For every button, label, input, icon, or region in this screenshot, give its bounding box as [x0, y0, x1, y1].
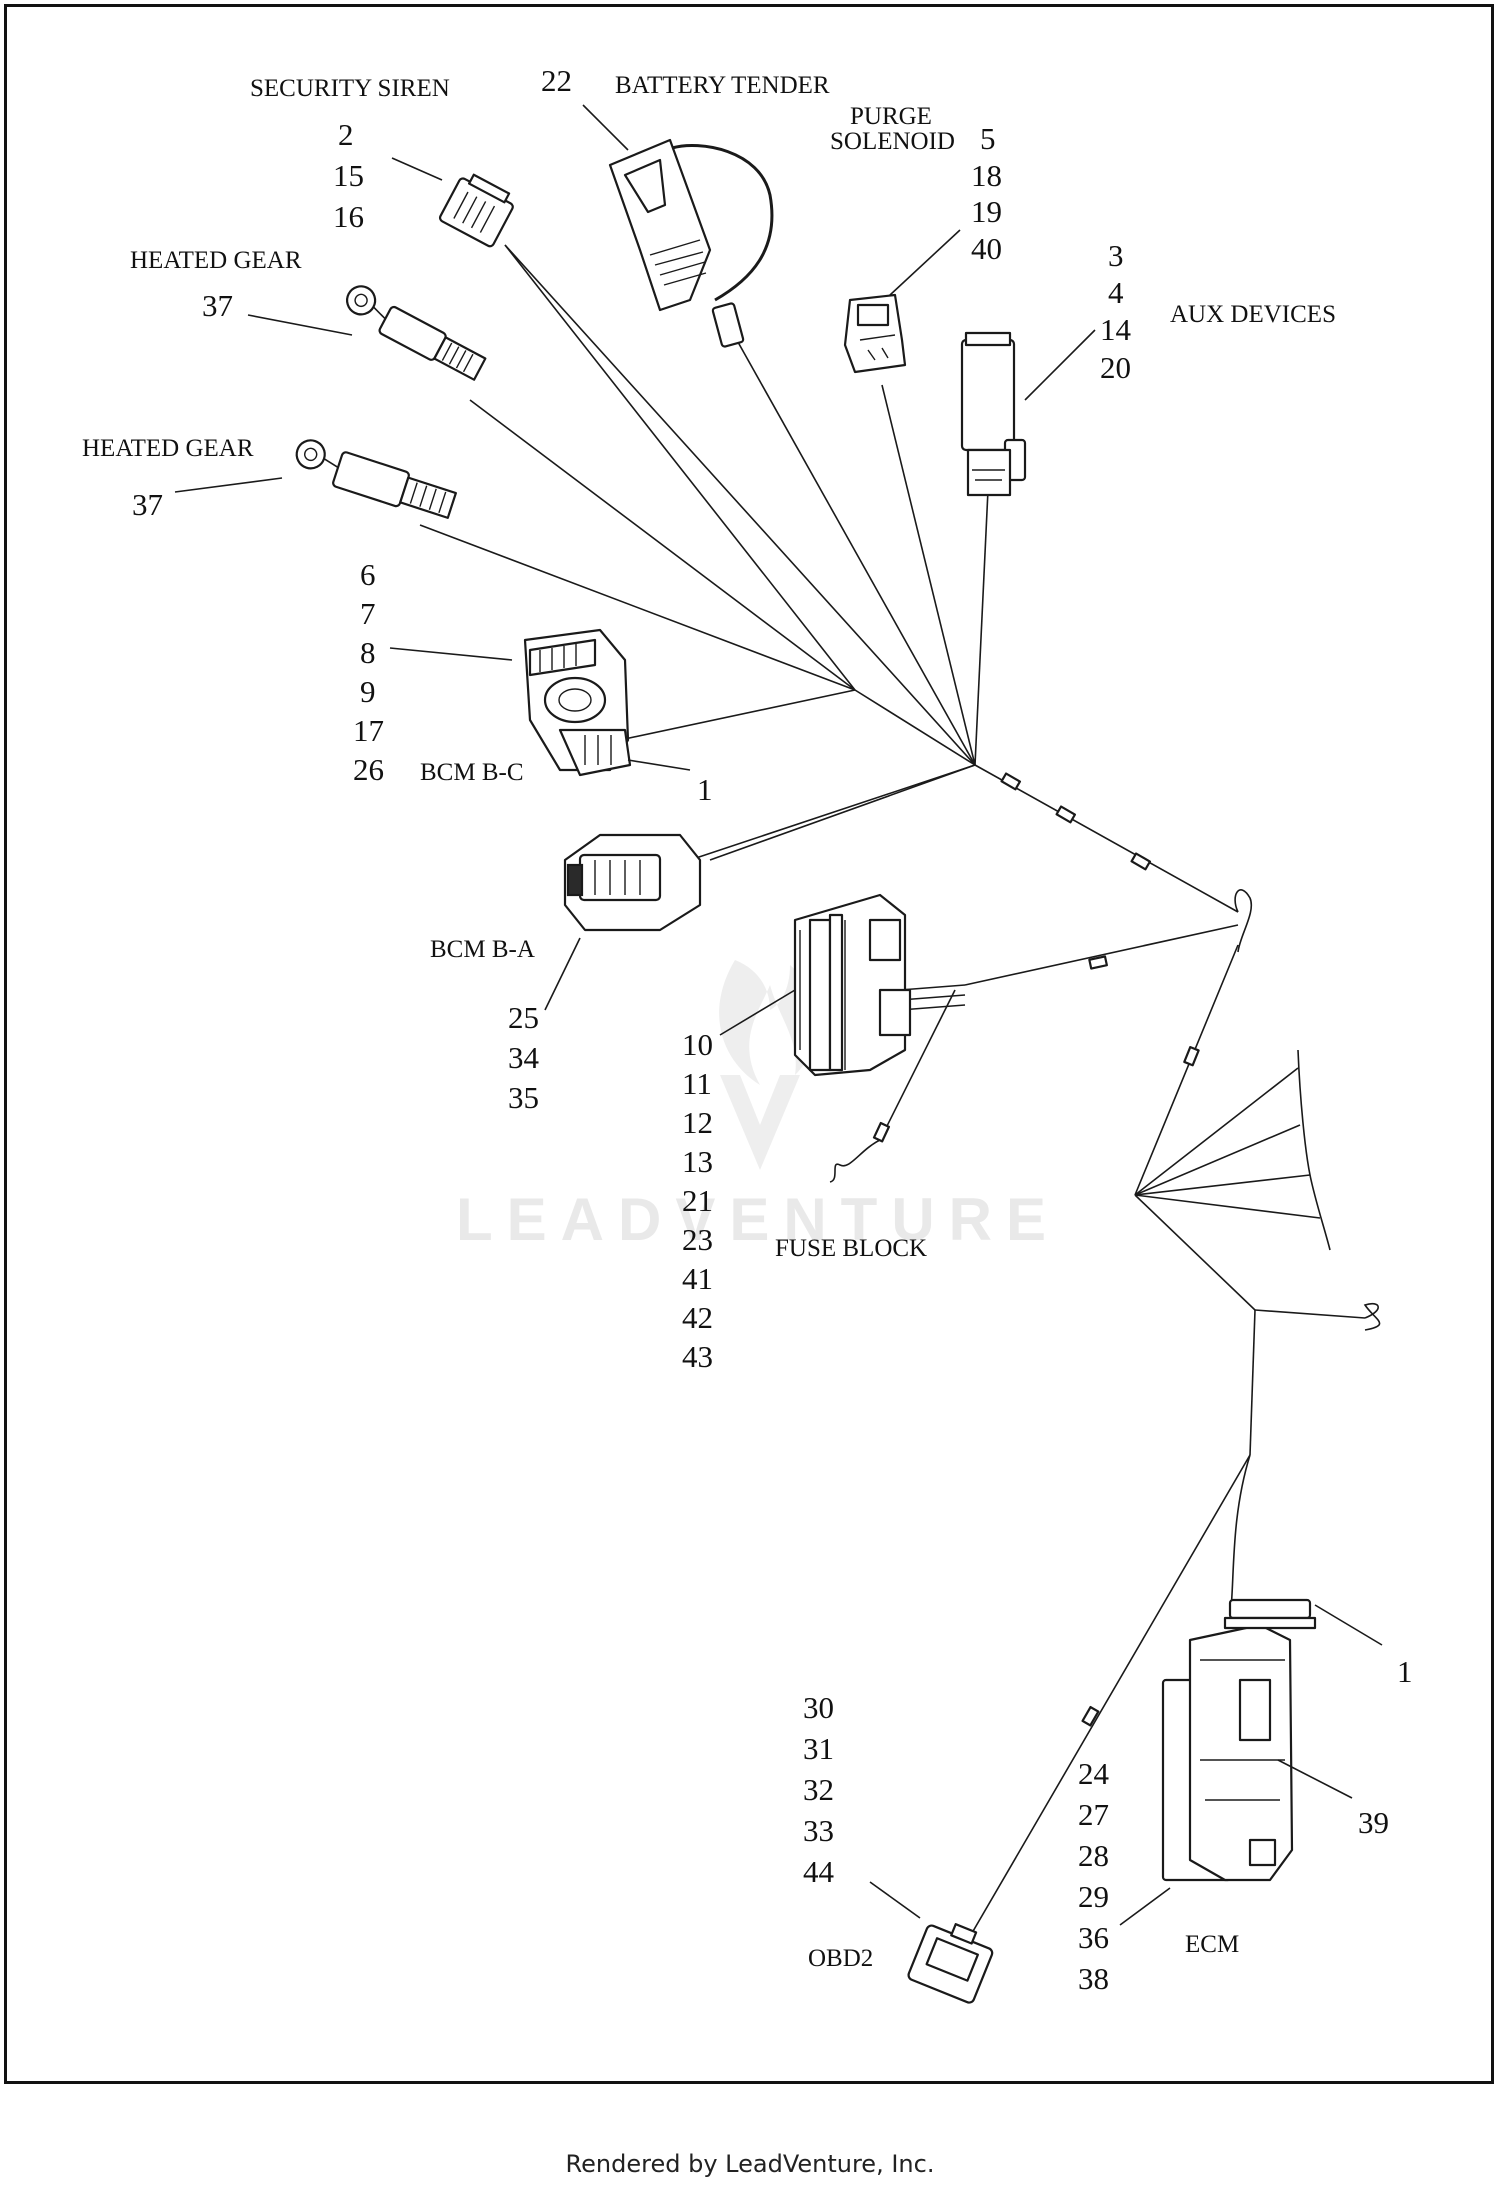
ecm-number: 24	[1078, 1756, 1110, 1791]
obd2-number: 31	[803, 1731, 834, 1766]
bcm-bc-number: 26	[353, 752, 384, 787]
bcm-bc-number: 17	[353, 713, 384, 748]
fuse-block-number: 13	[682, 1144, 713, 1179]
aux-devices-number: 3	[1108, 238, 1124, 273]
diagram-frame	[4, 4, 1494, 2084]
bcm-ba-label: BCM B-A	[430, 936, 535, 963]
battery-tender-connector	[608, 138, 774, 348]
ecm-item-number: 1	[1397, 1654, 1413, 1689]
obd2-number: 30	[803, 1690, 834, 1725]
fuse-block-number: 41	[682, 1261, 713, 1296]
heated-gear-lower-label: HEATED GEAR	[82, 435, 254, 462]
fuse-block	[793, 893, 912, 1077]
fuse-block-number: 10	[682, 1027, 713, 1062]
aux-devices-number: 4	[1108, 275, 1124, 310]
bcm-ba-number: 34	[508, 1040, 540, 1075]
bcm-bc-item-number: 1	[697, 772, 713, 807]
ecm-number: 29	[1078, 1879, 1109, 1914]
purge-solenoid-number: 18	[971, 158, 1002, 193]
purge-solenoid-number: 19	[971, 194, 1002, 229]
ecm-number: 38	[1078, 1961, 1109, 1996]
fuse-block-number: 23	[682, 1222, 713, 1257]
harness-wires	[419, 244, 1381, 1946]
obd2-number: 33	[803, 1813, 834, 1848]
bcm-ba-number: 35	[508, 1080, 539, 1115]
ecm-number: 28	[1078, 1838, 1109, 1873]
aux-devices-connector	[960, 331, 1027, 497]
security-siren-label: SECURITY SIREN	[250, 75, 450, 102]
aux-devices-number: 14	[1100, 312, 1132, 347]
heated-gear-upper-connector	[346, 285, 487, 381]
ecm-item-number: 39	[1358, 1805, 1389, 1840]
obd2-number: 32	[803, 1772, 834, 1807]
obd2-connector	[907, 1923, 994, 2004]
aux-devices-label: AUX DEVICES	[1170, 301, 1336, 328]
obd2-label: OBD2	[808, 1945, 873, 1972]
bcm-bc-connector	[523, 628, 632, 777]
heated-gear-upper-label: HEATED GEAR	[130, 247, 302, 274]
fuse-block-number: 11	[682, 1066, 712, 1101]
security-siren-connector	[438, 173, 514, 248]
watermark-text: LEADVENTURE	[456, 1186, 1060, 1253]
fuse-block-number: 21	[682, 1183, 713, 1218]
bcm-bc-number: 7	[360, 596, 376, 631]
fuse-block-number: 42	[682, 1300, 713, 1335]
bcm-ba-number: 25	[508, 1000, 539, 1035]
battery-tender-number: 22	[541, 63, 572, 98]
ecm-label: ECM	[1185, 1931, 1239, 1958]
fuse-block-label: FUSE BLOCK	[775, 1235, 927, 1262]
bcm-bc-number: 6	[360, 557, 376, 592]
heated-gear-lower-connector	[295, 439, 457, 519]
purge-solenoid-number: 40	[971, 231, 1002, 266]
purge-solenoid-label: PURGE	[850, 103, 932, 130]
footer-credit: Rendered by LeadVenture, Inc.	[565, 2150, 935, 2178]
bcm-ba-connector	[563, 833, 702, 932]
ecm-number: 36	[1078, 1920, 1109, 1955]
security-siren-number: 2	[338, 117, 354, 152]
fuse-block-number: 43	[682, 1339, 713, 1374]
purge-solenoid-connector	[843, 293, 907, 374]
security-siren-number: 16	[333, 199, 364, 234]
heated-gear-lower-number: 37	[132, 487, 163, 522]
purge-solenoid-label: SOLENOID	[830, 128, 955, 155]
security-siren-number: 15	[333, 158, 364, 193]
heated-gear-upper-number: 37	[202, 288, 233, 323]
bcm-bc-label: BCM B-C	[420, 759, 524, 786]
aux-devices-number: 20	[1100, 350, 1131, 385]
ecm-number: 27	[1078, 1797, 1109, 1832]
battery-tender-label: BATTERY TENDER	[615, 72, 830, 99]
bcm-bc-number: 8	[360, 635, 376, 670]
fuse-block-number: 12	[682, 1105, 713, 1140]
leader-lines	[174, 104, 1383, 1926]
watermark: LEADVENTURE	[456, 960, 1060, 1253]
bcm-bc-number: 9	[360, 674, 376, 709]
ecm-module	[1161, 1598, 1317, 1882]
purge-solenoid-number: 5	[980, 121, 996, 156]
obd2-number: 44	[803, 1854, 835, 1889]
